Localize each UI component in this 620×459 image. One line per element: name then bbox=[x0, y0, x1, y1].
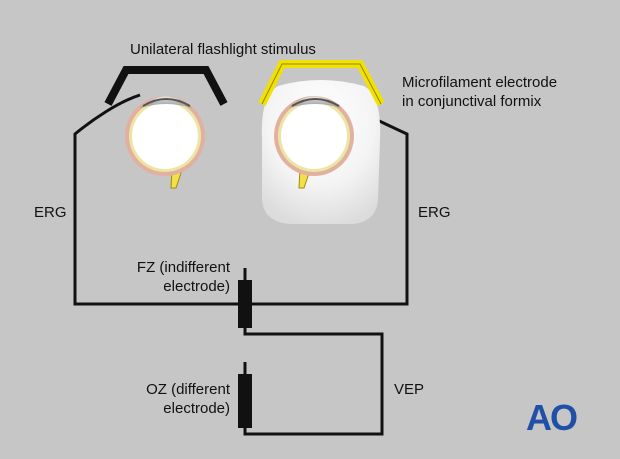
fz-label: FZ (indifferent electrode) bbox=[136, 259, 230, 295]
vep-wire bbox=[243, 328, 384, 436]
left-shade bbox=[104, 66, 228, 106]
oz-label: OZ (different electrode) bbox=[146, 381, 230, 417]
oz-electrode bbox=[238, 374, 252, 428]
ao-logo: AO bbox=[526, 397, 578, 438]
fz-electrode bbox=[238, 280, 252, 328]
left-eye bbox=[125, 96, 205, 189]
right-eye bbox=[274, 96, 354, 189]
right-shade-outline bbox=[261, 63, 382, 105]
erg-left-label: ERG bbox=[34, 204, 67, 221]
erg-wire-left bbox=[73, 93, 238, 306]
microfilament-label: Microfilament electrode in conjunctival … bbox=[402, 74, 558, 110]
stimulus-label: Unilateral flashlight stimulus bbox=[130, 41, 316, 58]
erg-right-label: ERG bbox=[418, 204, 451, 221]
vep-label: VEP bbox=[394, 381, 425, 398]
